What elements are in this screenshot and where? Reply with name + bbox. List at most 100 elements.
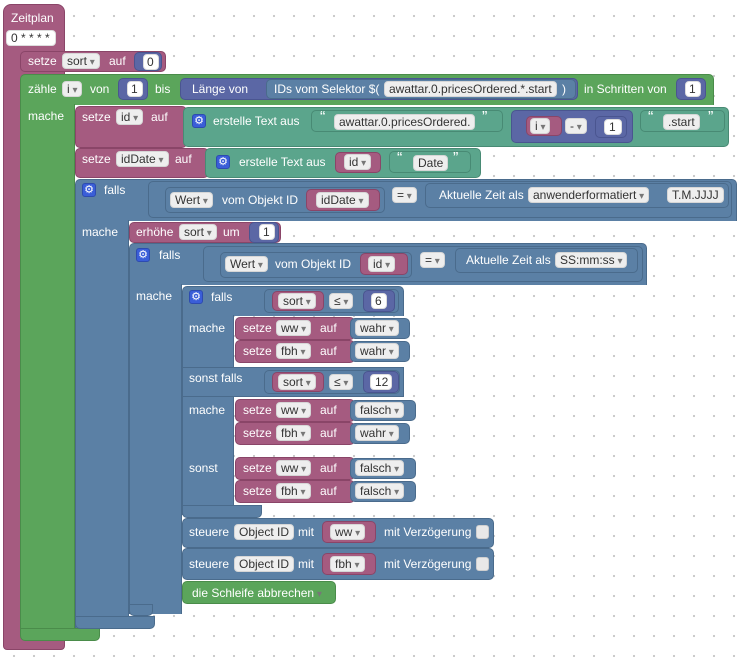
quote-close-icon: ”: [708, 109, 714, 126]
var-id-dropdown-2[interactable]: id: [368, 256, 396, 272]
if-sort-mache-2: mache: [189, 403, 226, 417]
value-of-object-label-2: vom Objekt ID: [275, 257, 352, 271]
cron-field[interactable]: 0 * * * *: [6, 30, 56, 46]
compare-op-dropdown-3[interactable]: ≤: [329, 293, 354, 309]
var-ww-dropdown[interactable]: ww: [330, 524, 366, 540]
bool-dropdown-3b[interactable]: falsch: [355, 483, 405, 499]
minus-num-input[interactable]: 1: [604, 119, 622, 135]
break-loop-dropdown[interactable]: die Schleife abbrechen: [187, 585, 327, 601]
set-id-var-dropdown[interactable]: id: [116, 109, 144, 125]
set-fbh-auf-2: auf: [320, 426, 337, 440]
set-ww-var-dropdown-2[interactable]: ww: [276, 402, 312, 418]
if-time-mache: mache: [136, 289, 173, 303]
if-sort-footer: [182, 505, 262, 518]
set-fbh-label-2: setze: [243, 426, 272, 440]
create-text-label-1: erstelle Text aus: [213, 114, 300, 128]
loop-von: von: [90, 82, 110, 96]
time-format-type-dropdown[interactable]: anwenderformatiert: [528, 187, 650, 203]
increment-label: erhöhe: [136, 225, 174, 239]
time-format-dropdown-2[interactable]: SS:mm:ss: [555, 252, 628, 268]
increment-value-input[interactable]: 1: [259, 224, 275, 240]
set-iddate-var-dropdown[interactable]: idDate: [116, 151, 169, 167]
gear-icon[interactable]: ⚙: [216, 155, 230, 169]
if-date-mache: mache: [82, 225, 119, 239]
compare-op-dropdown-2[interactable]: =: [420, 252, 445, 268]
control-fbh-mit: mit: [298, 557, 314, 571]
if-time-body-rail: [129, 284, 182, 614]
set-ww-label-3: setze: [243, 461, 272, 475]
control-ww-mit: mit: [298, 525, 314, 539]
text-prefix-input[interactable]: awattar.0.pricesOrdered.: [334, 114, 476, 130]
cond1-value-input[interactable]: 6: [371, 293, 387, 309]
loop-zaehle: zähle: [28, 82, 57, 96]
set-fbh-auf-1: auf: [320, 344, 337, 358]
control-ww-object-id[interactable]: Object ID: [234, 524, 295, 540]
if-date-body-rail: [75, 220, 129, 628]
control-fbh-steuere: steuere: [189, 557, 230, 571]
set-ww-var-dropdown-1[interactable]: ww: [276, 320, 312, 336]
set-ww-label-2: setze: [243, 403, 272, 417]
var-sort-dropdown-1[interactable]: sort: [278, 293, 316, 309]
loop-from-input[interactable]: 1: [127, 81, 143, 97]
bool-dropdown-2a[interactable]: falsch: [355, 402, 405, 418]
if-sort-sonst-falls: sonst falls: [189, 371, 243, 385]
control-ww-delay-label: mit Verzögerung: [384, 525, 472, 539]
time-format-input[interactable]: T.M.JJJJ: [667, 187, 724, 203]
var-id-dropdown[interactable]: id: [344, 154, 372, 170]
set-fbh-var-dropdown-1[interactable]: fbh: [276, 343, 311, 359]
increment-var-dropdown[interactable]: sort: [179, 224, 217, 240]
var-i-dropdown[interactable]: i: [530, 118, 551, 134]
set-sort-auf: auf: [109, 54, 126, 68]
loop-step-input[interactable]: 1: [685, 81, 701, 97]
value-type-dropdown-2[interactable]: Wert: [225, 256, 268, 272]
set-sort-label: setze: [28, 54, 57, 68]
value-type-dropdown-1[interactable]: Wert: [170, 192, 213, 208]
selector-input[interactable]: awattar.0.pricesOrdered.*.start: [384, 81, 557, 97]
var-sort-dropdown-2[interactable]: sort: [278, 374, 316, 390]
bool-dropdown-1b[interactable]: wahr: [355, 343, 399, 359]
control-fbh-delay-label: mit Verzögerung: [384, 557, 472, 571]
loop-step-label: in Schritten von: [584, 82, 667, 96]
set-fbh-var-dropdown-2[interactable]: fbh: [276, 425, 311, 441]
loop-var-dropdown[interactable]: i: [62, 81, 83, 97]
if-sort-mache-1: mache: [189, 321, 226, 335]
if-time-falls: falls: [159, 248, 181, 262]
set-sort-var-dropdown[interactable]: sort: [62, 53, 100, 69]
gear-icon[interactable]: ⚙: [82, 183, 96, 197]
text-date-input[interactable]: Date: [413, 155, 449, 171]
quote-open-icon: “: [320, 109, 326, 126]
if-date-falls: falls: [104, 183, 126, 197]
count-loop-footer: [20, 628, 100, 641]
set-ww-auf-1: auf: [320, 321, 337, 335]
length-of-label: Länge von: [192, 82, 249, 96]
set-ww-var-dropdown-3[interactable]: ww: [276, 460, 312, 476]
bool-dropdown-2b[interactable]: wahr: [355, 425, 399, 441]
set-fbh-auf-3: auf: [320, 484, 337, 498]
set-fbh-var-dropdown-3[interactable]: fbh: [276, 483, 311, 499]
set-sort-value-input[interactable]: 0: [143, 54, 159, 70]
loop-mache: mache: [28, 109, 65, 123]
control-ww-delay-checkbox[interactable]: [476, 525, 489, 539]
compare-op-dropdown-4[interactable]: ≤: [329, 374, 354, 390]
gear-icon[interactable]: ⚙: [189, 290, 203, 304]
bool-dropdown-3a[interactable]: falsch: [355, 460, 405, 476]
cond2-value-input[interactable]: 12: [370, 374, 392, 390]
control-fbh-delay-checkbox[interactable]: [476, 557, 489, 571]
if-sort-falls: falls: [211, 290, 233, 304]
text-suffix-input[interactable]: .start: [663, 114, 700, 130]
ids-selector-label: IDs vom Selektor $(: [274, 82, 380, 96]
var-iddate-dropdown[interactable]: idDate: [316, 192, 369, 208]
bool-dropdown-1a[interactable]: wahr: [355, 320, 399, 336]
minus-operator-dropdown[interactable]: -: [565, 118, 587, 134]
if-time-footer: [129, 604, 153, 616]
control-fbh-object-id[interactable]: Object ID: [234, 556, 295, 572]
current-time-label-2: Aktuelle Zeit als: [466, 253, 551, 267]
set-fbh-label-1: setze: [243, 344, 272, 358]
value-of-object-label-1: vom Objekt ID: [222, 193, 299, 207]
compare-op-dropdown-1[interactable]: =: [392, 187, 417, 203]
set-iddate-auf: auf: [175, 152, 192, 166]
gear-icon[interactable]: ⚙: [136, 248, 150, 262]
var-fbh-dropdown[interactable]: fbh: [330, 556, 365, 572]
gear-icon[interactable]: ⚙: [192, 114, 206, 128]
set-ww-auf-2: auf: [320, 403, 337, 417]
